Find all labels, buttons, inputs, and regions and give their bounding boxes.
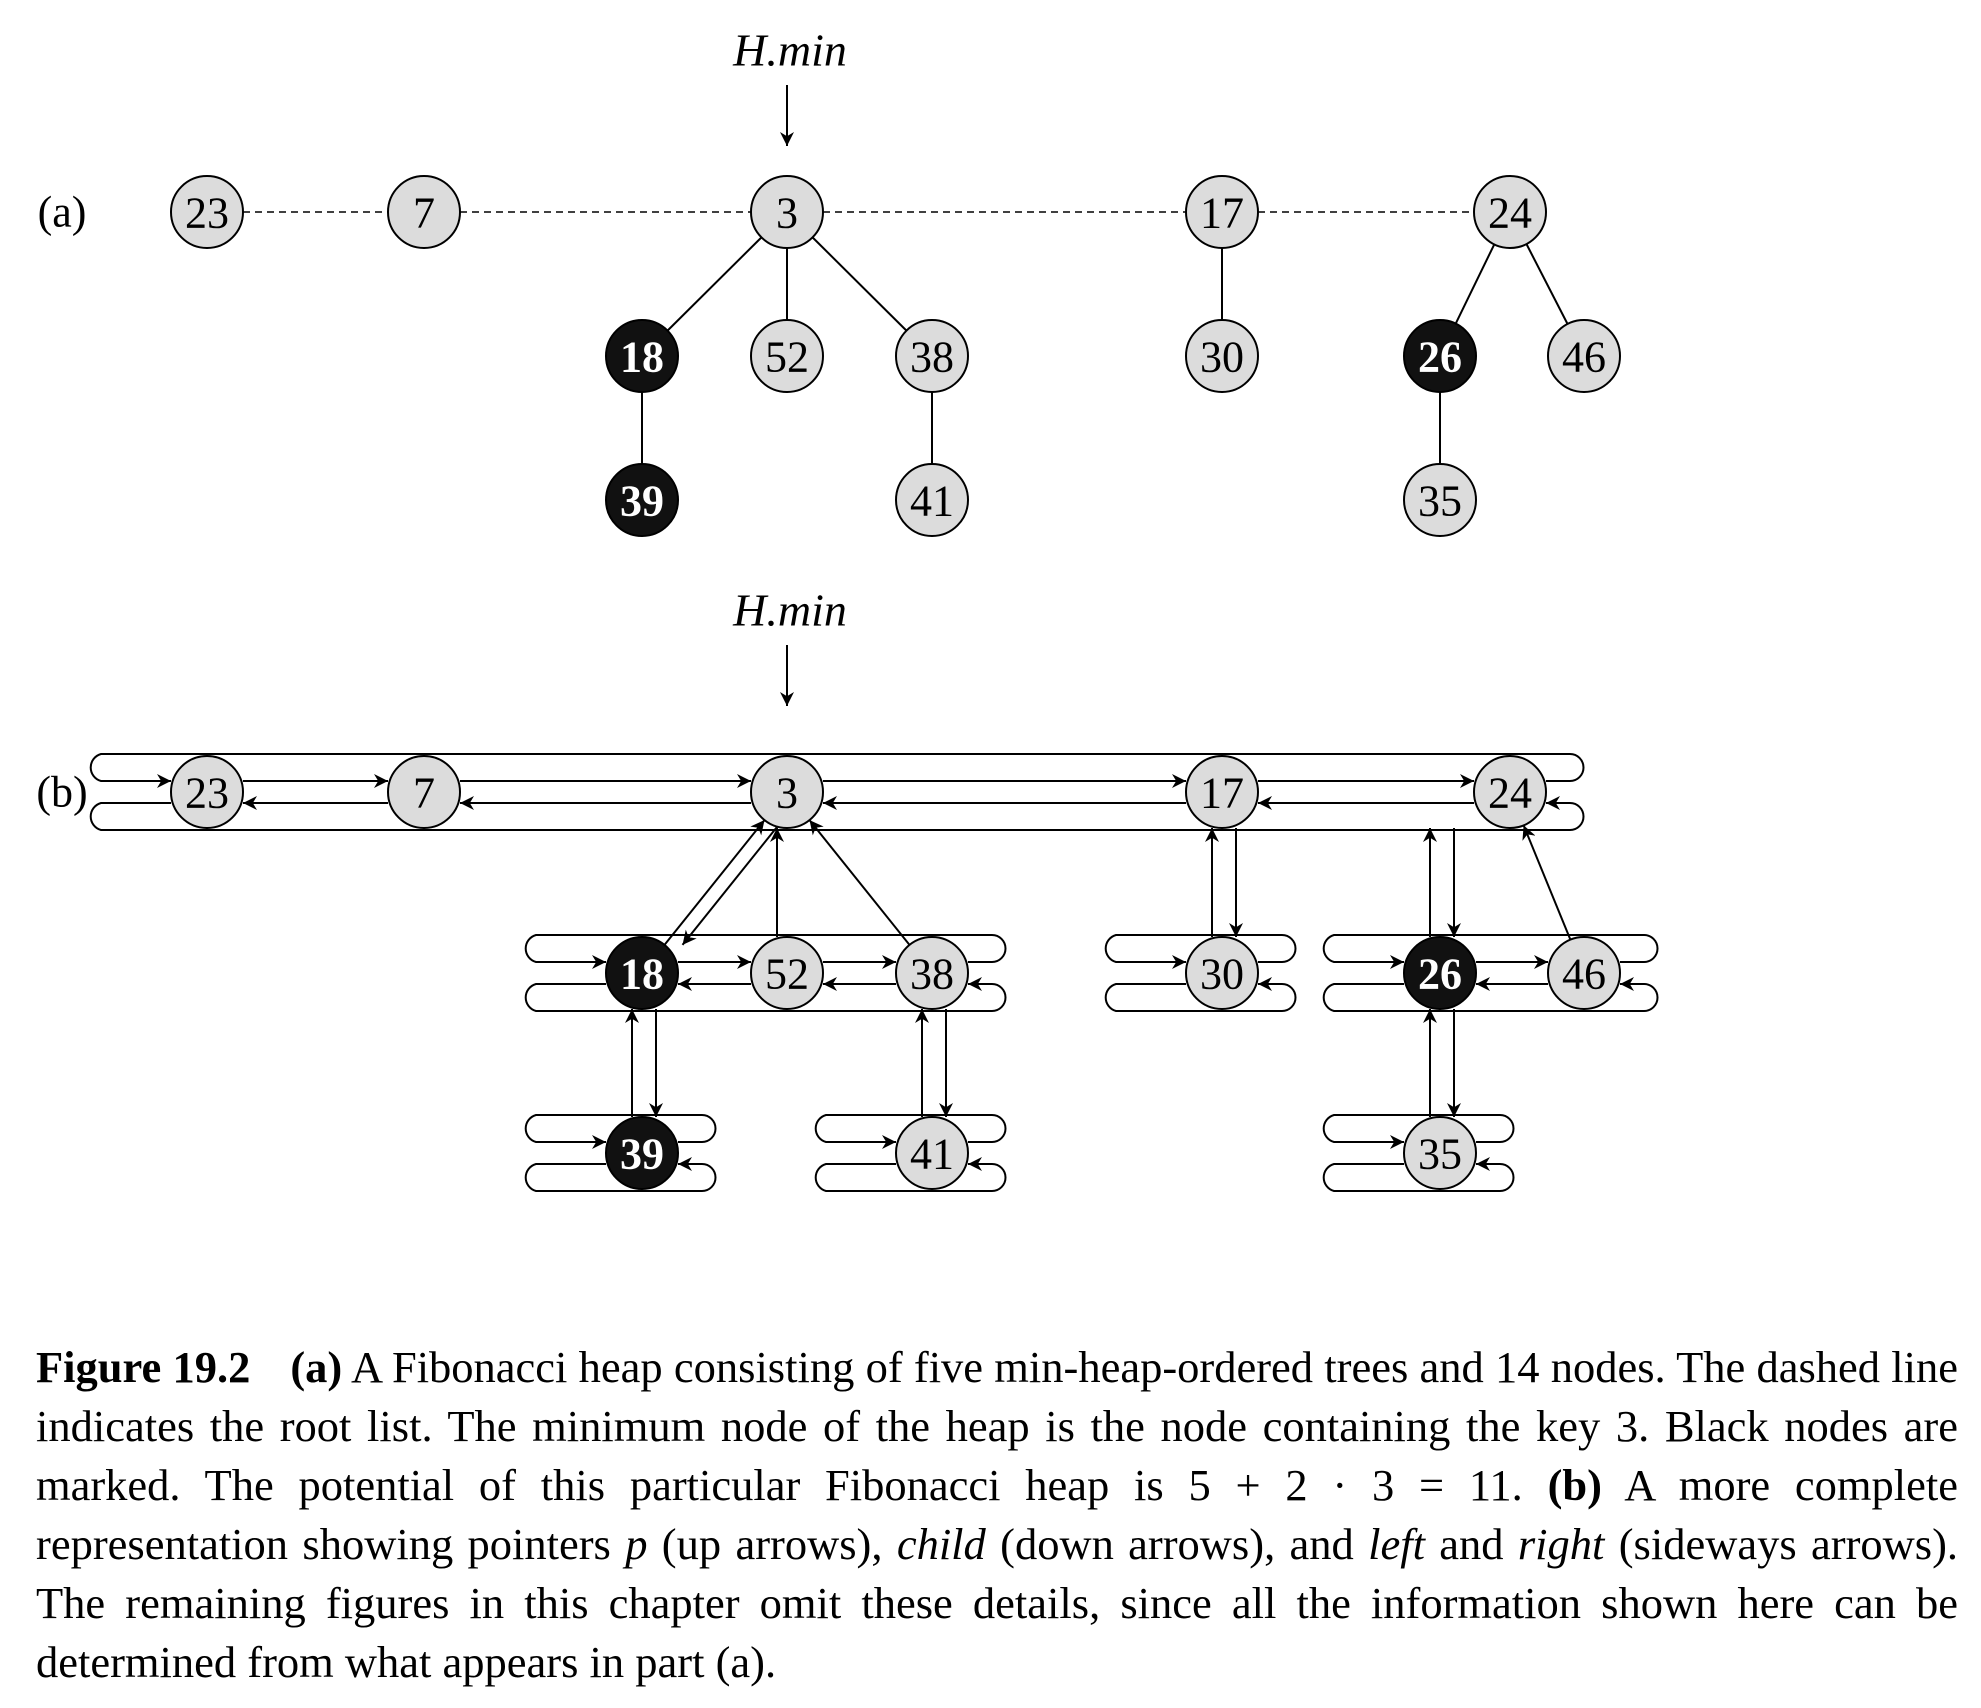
parent-pointer [663, 819, 766, 946]
node-key-b-39: 39 [620, 1130, 664, 1179]
node-a-23 [170, 175, 244, 249]
node-a-18 [605, 319, 679, 393]
node-key-b-26: 26 [1418, 950, 1462, 999]
wrap-left-pointer [1104, 977, 1297, 1012]
node-a-17 [1185, 175, 1259, 249]
node-key-b-7: 7 [413, 769, 435, 818]
node-a-41 [895, 463, 969, 537]
node-b-26 [1403, 936, 1477, 1010]
tree-edge-3-38 [811, 236, 908, 332]
node-key-a-24: 24 [1488, 189, 1532, 238]
node-b-39 [605, 1116, 679, 1190]
node-key-a-3: 3 [776, 189, 798, 238]
parent-pointer [808, 819, 911, 946]
node-a-7 [387, 175, 461, 249]
tree-edge-24-46 [1525, 243, 1569, 325]
tree-edge-24-26 [1454, 243, 1496, 325]
node-b-35 [1403, 1116, 1477, 1190]
node-key-a-30: 30 [1200, 333, 1244, 382]
wrap-right-pointer [814, 1114, 1007, 1149]
caption-text-b-4: and [1439, 1519, 1504, 1569]
node-key-b-23: 23 [185, 769, 229, 818]
part-b-diagram: (b) H.min 23 7 3 17 24 18 52 38 30 26 46 39 41 35 [36, 585, 1659, 1192]
node-key-a-26: 26 [1418, 333, 1462, 382]
tree-edge-3-18 [666, 236, 763, 332]
caption-text-b-5: (sideways arrows). The remaining figures… [36, 1519, 1959, 1687]
node-b-17 [1185, 755, 1259, 829]
node-key-a-7: 7 [413, 189, 435, 238]
node-key-b-17: 17 [1200, 769, 1244, 818]
node-b-3 [750, 755, 824, 829]
node-b-23 [170, 755, 244, 829]
wrap-left-pointer [524, 977, 1007, 1012]
node-a-30 [1185, 319, 1259, 393]
wrap-right-pointer [89, 753, 1585, 788]
node-a-52 [750, 319, 824, 393]
min-pointer-label-a: H.min [732, 25, 847, 76]
caption-label: Figure 19.2 [36, 1342, 251, 1392]
node-key-b-41: 41 [910, 1130, 954, 1179]
caption-text-b-1: A more complete representation showing p… [36, 1460, 1959, 1569]
wrap-left-pointer [1322, 1157, 1515, 1192]
wrap-right-pointer [1322, 1114, 1515, 1149]
wrap-right-pointer [524, 934, 1007, 969]
node-b-52 [750, 936, 824, 1010]
caption-pointer-child: child [896, 1519, 986, 1569]
node-key-b-24: 24 [1488, 769, 1532, 818]
node-a-35 [1403, 463, 1477, 537]
wrap-left-pointer [524, 1157, 717, 1192]
caption-pointer-p: p [625, 1519, 648, 1569]
caption-part-b: (b) [1547, 1460, 1602, 1510]
caption-text-a: A Fibonacci heap consisting of five min-… [36, 1342, 1959, 1510]
caption-part-a: (a) [290, 1342, 343, 1392]
wrap-right-pointer [1322, 934, 1659, 969]
node-key-b-3: 3 [776, 769, 798, 818]
node-key-b-18: 18 [620, 950, 664, 999]
wrap-left-pointer [814, 1157, 1007, 1192]
node-key-a-39: 39 [620, 477, 664, 526]
wrap-right-pointer [1104, 934, 1297, 969]
node-b-46 [1547, 936, 1621, 1010]
wrap-left-pointer [1322, 977, 1659, 1012]
node-b-30 [1185, 936, 1259, 1010]
node-a-46 [1547, 319, 1621, 393]
node-a-39 [605, 463, 679, 537]
node-key-b-35: 35 [1418, 1130, 1462, 1179]
node-key-a-17: 17 [1200, 189, 1244, 238]
node-a-3 [750, 175, 824, 249]
part-label-a: (a) [38, 188, 87, 237]
node-key-b-46: 46 [1562, 950, 1606, 999]
node-key-b-30: 30 [1200, 950, 1244, 999]
node-key-a-35: 35 [1418, 477, 1462, 526]
node-key-a-46: 46 [1562, 333, 1606, 382]
node-a-38 [895, 319, 969, 393]
node-key-a-52: 52 [765, 333, 809, 382]
node-a-26 [1403, 319, 1477, 393]
node-b-41 [895, 1116, 969, 1190]
caption-text-b-2: (up arrows), [661, 1519, 883, 1569]
min-pointer-label-b: H.min [732, 585, 847, 636]
part-label-b: (b) [36, 768, 87, 817]
node-key-a-38: 38 [910, 333, 954, 382]
node-key-b-38: 38 [910, 950, 954, 999]
node-key-a-23: 23 [185, 189, 229, 238]
wrap-right-pointer [524, 1114, 717, 1149]
node-b-24 [1473, 755, 1547, 829]
node-b-38 [895, 936, 969, 1010]
fibonacci-heap-figure: (a) H.min 23 7 3 17 24 18 52 38 30 26 46 39 41 35 (b) H.… [36, 25, 1659, 1192]
caption-pointer-left: left [1368, 1519, 1425, 1569]
figure-caption: Figure 19.2 (a) A Fibonacci heap consisti… [36, 1338, 1958, 1692]
node-key-b-52: 52 [765, 950, 809, 999]
node-key-a-18: 18 [620, 333, 664, 382]
caption-pointer-right: right [1517, 1519, 1605, 1569]
node-b-7 [387, 755, 461, 829]
node-a-24 [1473, 175, 1547, 249]
part-a-diagram: (a) H.min 23 7 3 17 24 18 52 38 30 26 46 39 41 35 [38, 25, 1621, 537]
parent-pointer [1522, 824, 1572, 941]
caption-text-b-3: (down arrows), and [1000, 1519, 1354, 1569]
node-b-18 [605, 936, 679, 1010]
node-key-a-41: 41 [910, 477, 954, 526]
child-pointer [681, 819, 784, 946]
wrap-left-pointer [89, 796, 1585, 831]
